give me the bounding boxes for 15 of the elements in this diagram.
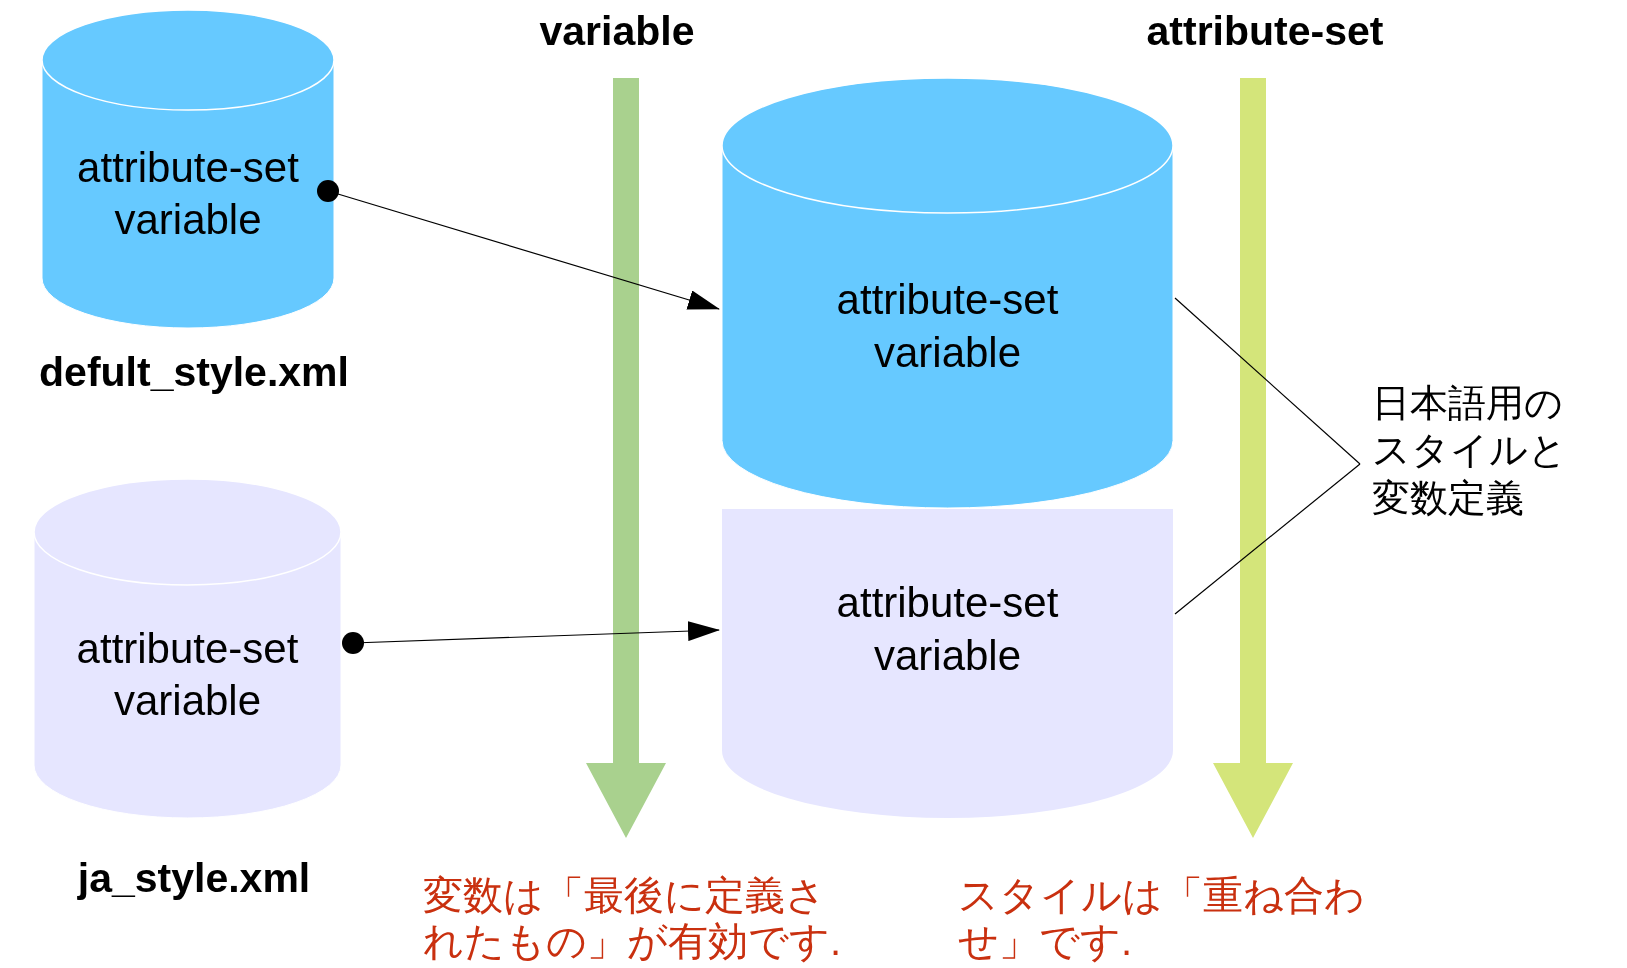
arrow [342, 621, 720, 654]
note-text: スタイルは「重ね合わせ」です. [958, 872, 1366, 964]
arrow [317, 180, 720, 310]
database-cylinder: attribute-set variable [41, 10, 335, 328]
column-heading: attribute-set [1145, 8, 1385, 55]
column-heading: variable [538, 8, 696, 55]
leader-line [1174, 297, 1361, 465]
note-text: 変数は「最後に定義されたもの」が有効です. [423, 872, 843, 964]
database-cylinder: attribute-set variable [721, 509, 1174, 818]
file-name-label: ja_style.xml [76, 855, 312, 902]
file-name-label: defult_style.xml [38, 349, 350, 396]
database-cylinder: attribute-set variable [721, 78, 1174, 508]
leader-line [1174, 463, 1361, 615]
note-text: 日本語用のスタイルと変数定義 [1372, 376, 1572, 526]
database-cylinder: attribute-set variable [33, 479, 342, 818]
